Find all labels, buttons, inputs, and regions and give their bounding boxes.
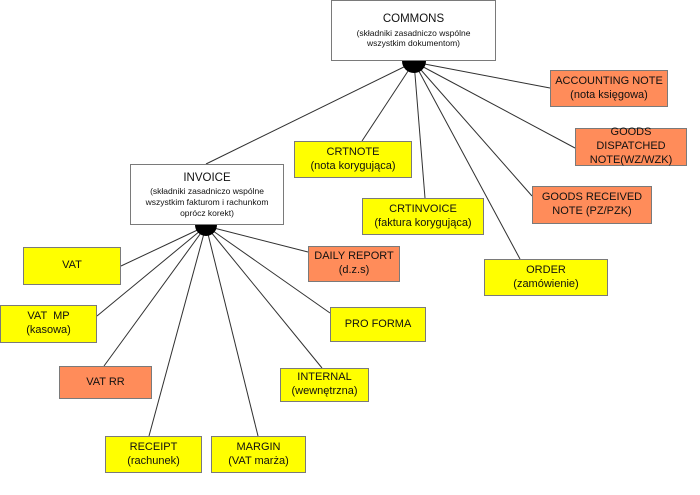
goods-dispatched-subtitle: NOTE(WZ/WZK)	[589, 153, 673, 166]
connector-vat	[120, 225, 207, 267]
receipt-title: RECEIPT	[129, 440, 178, 453]
node-vat: VAT	[23, 247, 121, 285]
vat-mp-subtitle: (kasowa)	[26, 324, 71, 336]
crtnote-title: CRTNOTE	[326, 145, 380, 158]
node-margin: MARGIN (VAT marża)	[211, 436, 306, 473]
goods-received-title: GOODS RECEIVED	[541, 191, 643, 204]
order-title: ORDER	[526, 263, 566, 276]
pro-forma-title: PRO FORMA	[344, 317, 412, 330]
node-receipt: RECEIPT (rachunek)	[105, 436, 202, 473]
node-accounting-note: ACCOUNTING NOTE (nota księgowa)	[550, 70, 668, 107]
goods-received-subtitle: NOTE (PZ/PZK)	[552, 205, 632, 217]
node-daily-report: DAILY REPORT (d.z.s)	[308, 246, 400, 282]
node-crtnote: CRTNOTE (nota korygująca)	[294, 141, 412, 178]
commons-desc-line-1: (składniki zasadniczo wspólne	[356, 27, 471, 38]
internal-subtitle: (wewnętrzna)	[291, 385, 358, 397]
receipt-subtitle: (rachunek)	[127, 454, 180, 467]
node-vat-rr: VAT RR	[59, 366, 152, 399]
vat-title: VAT	[62, 259, 82, 272]
invoice-desc-line-3: oprócz korekt)	[180, 207, 234, 218]
order-subtitle: (zamówienie)	[513, 277, 579, 290]
connector-pro-forma	[205, 225, 331, 314]
connector-goods-received	[413, 61, 533, 197]
commons-title: COMMONS	[382, 13, 445, 26]
node-goods-received-note: GOODS RECEIVED NOTE (PZ/PZK)	[532, 186, 652, 224]
commons-desc-line-2: wszystkim dokumentom)	[366, 38, 461, 49]
daily-report-title: DAILY REPORT	[314, 250, 394, 263]
node-internal: INTERNAL (wewnętrzna)	[280, 368, 369, 402]
accounting-note-title: ACCOUNTING NOTE	[555, 74, 663, 87]
invoice-hub-marker	[195, 225, 217, 236]
connector-goods-dispatched	[413, 61, 576, 149]
node-order: ORDER (zamówienie)	[484, 259, 608, 296]
node-crtinvoice: CRTINVOICE (faktura korygująca)	[362, 198, 484, 235]
invoice-desc-line-1: (składniki zasadniczo wspólne	[150, 186, 264, 197]
node-invoice: INVOICE (składniki zasadniczo wspólne ws…	[130, 164, 284, 225]
connector-margin	[205, 225, 259, 437]
connector-order	[413, 61, 521, 260]
margin-subtitle: (VAT marża)	[228, 454, 289, 467]
vat-mp-title: VAT MP	[27, 310, 70, 323]
connector-crtnote	[361, 61, 415, 142]
vat-rr-title: VAT RR	[86, 375, 125, 388]
connector-accounting-note	[413, 61, 551, 89]
commons-connectors	[205, 61, 576, 260]
goods-dispatched-title: GOODS DISPATCHED	[596, 126, 666, 153]
crtinvoice-subtitle: (faktura korygująca)	[374, 216, 472, 229]
node-goods-dispatched-note: GOODS DISPATCHED NOTE(WZ/WZK)	[575, 126, 687, 166]
margin-title: MARGIN	[236, 440, 281, 453]
invoice-connectors	[96, 225, 331, 437]
internal-title: INTERNAL	[297, 371, 352, 384]
commons-hub-marker	[402, 61, 426, 73]
connector-vat-mp	[96, 225, 207, 317]
node-commons: COMMONS (składniki zasadniczo wspólne ws…	[331, 0, 496, 61]
daily-report-subtitle: (d.z.s)	[338, 264, 370, 276]
node-pro-forma: PRO FORMA	[330, 307, 426, 342]
connector-daily-report	[205, 225, 309, 253]
invoice-desc-line-2: wszystkim fakturom i rachunkom	[145, 196, 269, 207]
connector-vat-rr	[103, 225, 207, 367]
invoice-title: INVOICE	[183, 171, 231, 184]
connector-receipt	[148, 225, 207, 437]
crtnote-subtitle: (nota korygująca)	[310, 159, 396, 172]
connector-internal	[205, 225, 323, 369]
connector-crtinvoice	[413, 61, 426, 199]
crtinvoice-title: CRTINVOICE	[389, 202, 457, 215]
accounting-note-subtitle: (nota księgowa)	[570, 88, 648, 101]
connector-invoice	[205, 61, 415, 165]
node-vat-mp: VAT MP (kasowa)	[0, 305, 97, 343]
